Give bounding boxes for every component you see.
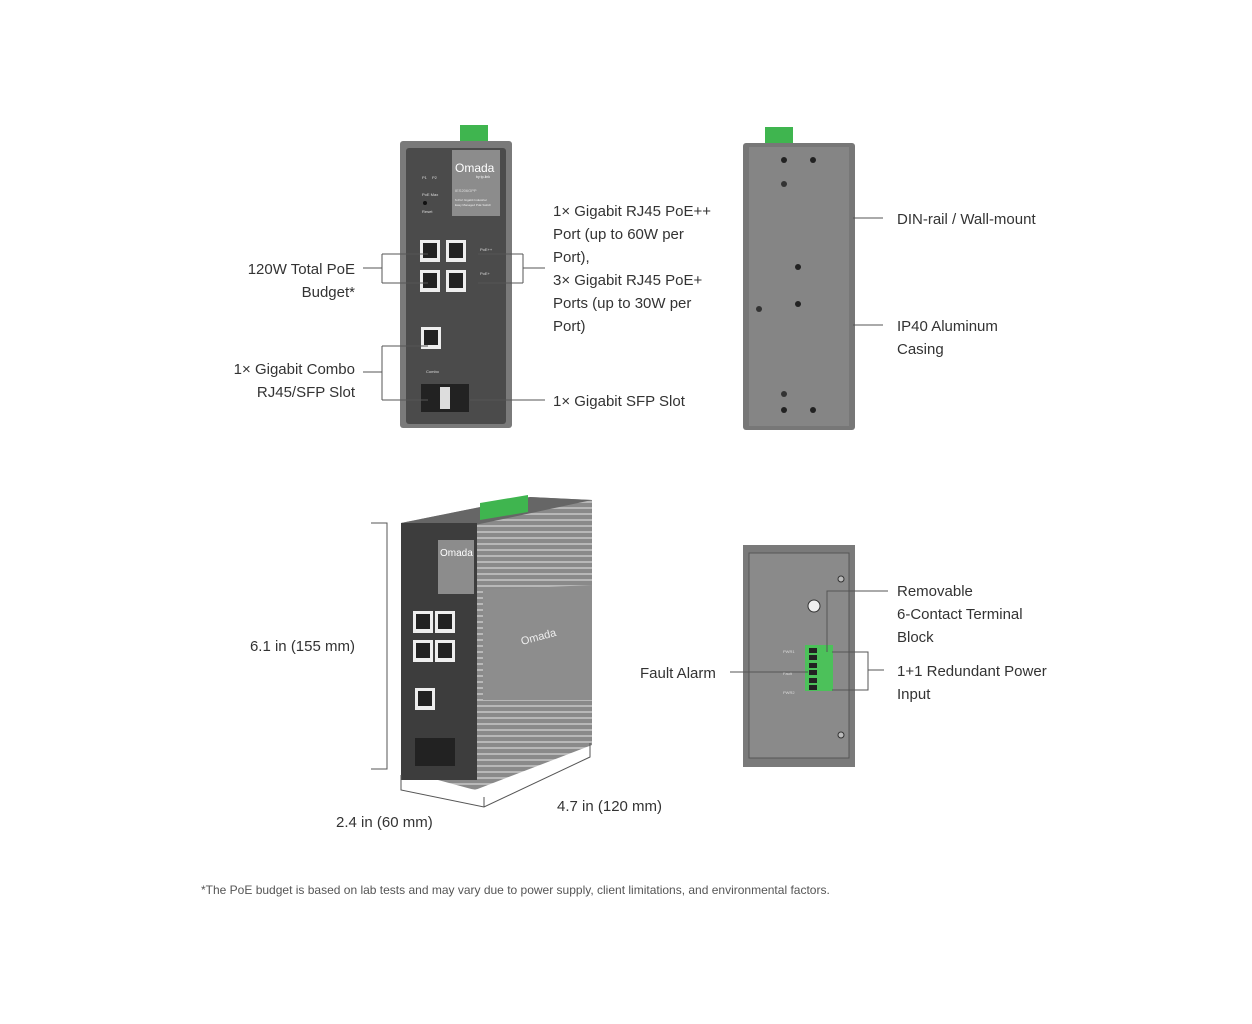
rj45-port bbox=[446, 270, 466, 292]
combo-slot-callout: RJ45/SFP Slot bbox=[257, 384, 356, 401]
front-view-device: Omada by tp-link IES206GPP 6-Port Gigabi… bbox=[400, 125, 512, 428]
poe-plus-plus-label: PoE++ bbox=[480, 247, 493, 252]
casing-callout: Casing bbox=[897, 341, 944, 358]
combo-label: Combo bbox=[426, 369, 440, 374]
combo-slot-callout: 1× Gigabit Combo bbox=[234, 361, 355, 378]
reset-button bbox=[423, 201, 427, 205]
mount-callout: DIN-rail / Wall-mount bbox=[897, 211, 1036, 228]
casing-callout: IP40 Aluminum bbox=[897, 318, 998, 335]
brand-sub: by tp-link bbox=[476, 175, 490, 179]
terminal-block-callout: Block bbox=[897, 629, 934, 646]
terminal-block bbox=[460, 125, 488, 142]
height-dimension: 6.1 in (155 mm) bbox=[250, 638, 355, 655]
fault-alarm-callout: Fault Alarm bbox=[640, 665, 716, 682]
brand-logo: Omada bbox=[455, 161, 495, 175]
rj45-port bbox=[435, 611, 455, 633]
redundant-power-callout: 1+1 Redundant Power bbox=[897, 663, 1047, 680]
isometric-view-device: Omada Omada bbox=[401, 495, 592, 790]
rj45-port bbox=[446, 240, 466, 262]
reset-label: Reset bbox=[422, 209, 433, 214]
footnote: *The PoE budget is based on lab tests an… bbox=[201, 883, 830, 897]
pwr2-label: PWR2 bbox=[783, 690, 795, 695]
terminal-block-callout: Removable bbox=[897, 583, 973, 600]
rj45-ports-callout: 1× Gigabit RJ45 PoE++ bbox=[553, 203, 711, 220]
redundant-power-callout: Input bbox=[897, 686, 931, 703]
rj45-ports-callout: Port (up to 60W per bbox=[553, 226, 684, 243]
leader-lines bbox=[363, 217, 888, 808]
combo-rj45-port bbox=[415, 688, 435, 710]
description: Easy Managed PoE Switch bbox=[455, 203, 492, 207]
led-p1-label: P1 bbox=[422, 175, 428, 180]
poe-max-label: PoE Max bbox=[422, 192, 438, 197]
side-view-device bbox=[743, 127, 855, 430]
terminal-block-callout: 6-Contact Terminal bbox=[897, 606, 1023, 623]
rj45-ports-callout: Port), bbox=[553, 249, 590, 266]
width-dimension: 2.4 in (60 mm) bbox=[336, 814, 433, 831]
sfp-slot-callout: 1× Gigabit SFP Slot bbox=[553, 393, 686, 410]
rj45-ports-callout: 3× Gigabit RJ45 PoE+ bbox=[553, 272, 703, 289]
rj45-ports-callout: Ports (up to 30W per bbox=[553, 295, 691, 312]
depth-dimension: 4.7 in (120 mm) bbox=[557, 798, 662, 815]
description: 6-Port Gigabit Industrial bbox=[455, 198, 487, 202]
rj45-ports-callout: Port) bbox=[553, 318, 586, 335]
model-number: IES206GPP bbox=[455, 188, 477, 193]
poe-budget-callout: Budget* bbox=[302, 284, 356, 301]
bottom-view-device: PWR1 Fault PWR2 bbox=[743, 545, 855, 767]
rj45-port bbox=[420, 270, 440, 292]
rj45-port bbox=[413, 611, 433, 633]
label-plate bbox=[452, 150, 500, 216]
terminal-block bbox=[480, 495, 528, 520]
poe-plus-label: PoE+ bbox=[480, 271, 491, 276]
rj45-port bbox=[435, 640, 455, 662]
poe-budget-callout: 120W Total PoE bbox=[248, 261, 355, 278]
pwr1-label: PWR1 bbox=[783, 649, 795, 654]
rj45-port bbox=[413, 640, 433, 662]
ground-screw bbox=[807, 599, 821, 613]
fault-label: Fault bbox=[783, 671, 793, 676]
brand-logo: Omada bbox=[440, 548, 473, 559]
rj45-port bbox=[420, 240, 440, 262]
led-p2-label: P2 bbox=[432, 175, 438, 180]
sfp-slots bbox=[415, 738, 455, 766]
